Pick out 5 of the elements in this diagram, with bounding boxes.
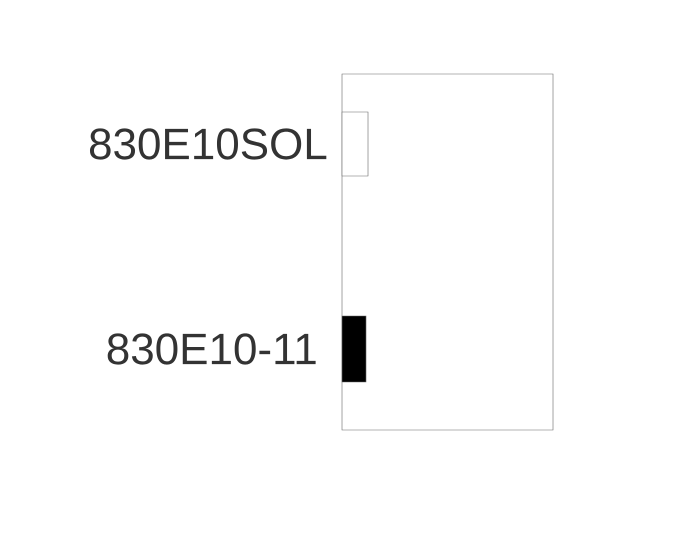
panel-rectangle bbox=[342, 74, 554, 430]
part-label: 830E10-11 bbox=[108, 333, 316, 365]
part-label: 830E10SOL bbox=[90, 128, 326, 160]
box bbox=[342, 112, 368, 176]
filled-bar bbox=[342, 316, 366, 382]
